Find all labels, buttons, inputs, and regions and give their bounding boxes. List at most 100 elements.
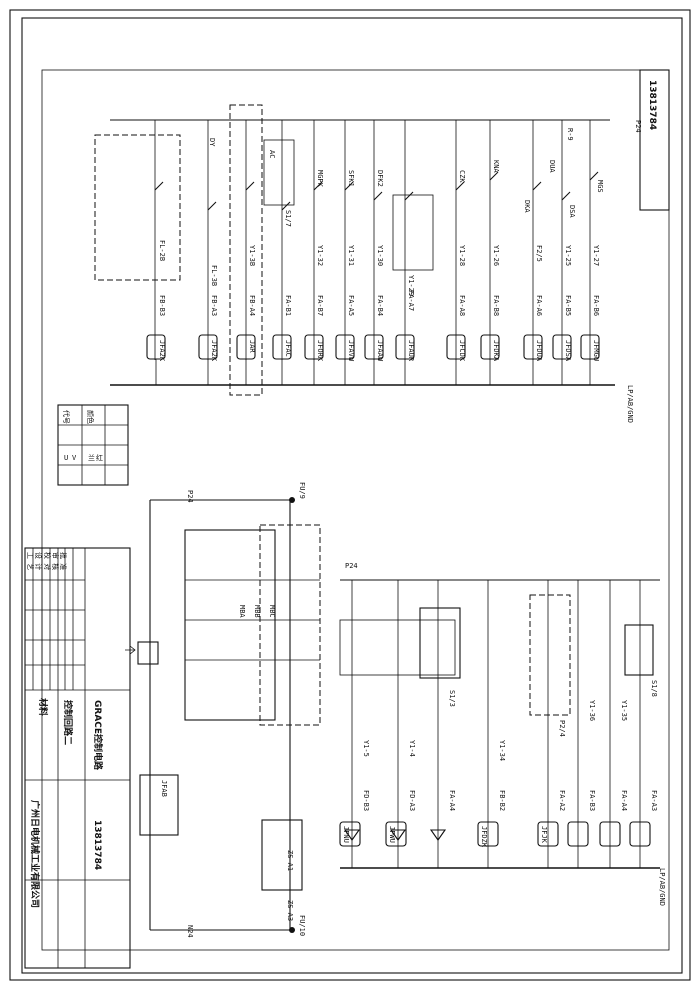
mid-right-coil-5: JFJK: [540, 826, 548, 844]
mid-right-term-4: FB-B2: [498, 790, 506, 811]
top-label-9: Y1-28: [458, 245, 466, 266]
mid-right-top-3: S1/3: [448, 690, 456, 707]
mid-left-bottom-terminal: N24: [186, 925, 194, 938]
legend-head-code: 代号: [62, 410, 71, 424]
coil-label-6: JFAVW: [347, 340, 355, 362]
top-supply-label: P24: [634, 120, 642, 133]
mid-right-coil-4: JFDZK: [480, 826, 488, 848]
tb-row-4: 审 核: [51, 552, 60, 570]
legend-color-2: 红: [96, 453, 103, 462]
legend-color-1: 兰: [88, 453, 95, 462]
mid-right-term-5: FA-A2: [558, 790, 566, 811]
legend-head-color: 颜色: [86, 410, 95, 424]
label-jfab: JFAB: [160, 780, 168, 797]
drawing-subtitle: 控制回路二: [62, 700, 74, 745]
mid-right-term-6: FA-B3: [588, 790, 596, 811]
mid-right-term-3: FA-A4: [448, 790, 456, 811]
term-label-12: FA-B5: [564, 295, 572, 316]
contact-label-4: SFK1: [347, 170, 355, 187]
label-fu9: FU/9: [298, 482, 306, 499]
term-label-5: FA-B7: [316, 295, 324, 316]
contact-label-7: KNA: [492, 160, 500, 173]
top-label-6: Y1-31: [347, 245, 355, 266]
contact-label-8: DKA: [523, 200, 531, 213]
top-label-5: Y1-32: [316, 245, 324, 266]
term-label-1: FB-B3: [158, 295, 166, 316]
coil-label-7: JFAAW: [376, 340, 384, 362]
mid-right-top-4: Y1-34: [498, 740, 506, 761]
mid-right-coil-2: JFWU: [388, 826, 396, 843]
mid-right-top-terminal: P24: [345, 562, 358, 570]
outer-border: [9, 9, 691, 981]
mid-right-term-2: FD-A3: [408, 790, 416, 811]
material-label: 材料: [37, 697, 49, 716]
contact-label-10: DSA: [568, 205, 576, 218]
contact-label-2: AC: [268, 150, 276, 158]
coil-label-5: JFORK: [316, 340, 324, 362]
top-label-8: Y1-29: [407, 275, 415, 296]
term-label-9: FA-A8: [458, 295, 466, 316]
drawing-number-box-top: [639, 69, 670, 211]
mid-left-top-terminal: P24: [186, 490, 194, 503]
contact-label-11: MGS: [596, 180, 604, 193]
coil-label-1: JFA2K: [158, 340, 166, 362]
coil-label-12: JFDSA: [564, 340, 572, 362]
color-legend: 代号 颜色 U V 兰 红: [57, 404, 129, 486]
label-mba: MBA: [238, 605, 246, 618]
top-bus-label: LP/AB/GND: [626, 385, 634, 423]
term-label-10: FA-B8: [492, 295, 500, 316]
title-block: 材料 控制回路二 GRACE控制电路 13813784 广州日电机械工业有限公司…: [24, 547, 131, 969]
mid-right-term-7: FA-A4: [620, 790, 628, 811]
term-label-3: FB-A4: [248, 295, 256, 316]
coil-label-4: JFAC: [284, 340, 292, 357]
term-label-11: FA-A6: [535, 295, 543, 316]
drawing-number-top: 13813784: [647, 80, 657, 130]
coil-label-8: JFAUR: [407, 340, 415, 362]
company-name: 广州日电机械工业有限公司: [29, 800, 41, 908]
dashed-module-right: [529, 594, 571, 716]
contact-label-9: DUA: [548, 160, 556, 173]
dashed-module-left: [94, 134, 181, 281]
contact-label-12: R-9: [566, 128, 574, 141]
contact-label-1: DY: [208, 138, 216, 147]
term-label-4: FA-B1: [284, 295, 292, 316]
tb-row-5: 批 准: [59, 552, 68, 570]
label-mbc: MBC: [268, 605, 276, 618]
mid-right-top-7: Y1-35: [620, 700, 628, 721]
tb-row-2: 设 计: [34, 552, 43, 570]
contact-label-6: CZK: [458, 170, 466, 183]
label-zs-a1: ZS-A1: [286, 850, 294, 871]
term-label-8: FA-A7: [407, 290, 415, 311]
drawing-frame: [41, 69, 670, 951]
top-label-10: Y1-26: [492, 245, 500, 266]
mid-right-top-6: Y1-36: [588, 700, 596, 721]
mid-right-top-8: S1/8: [650, 680, 658, 697]
coil-label-13: JFMGU: [592, 340, 600, 361]
label-zs-a3: ZS-A3: [286, 900, 294, 921]
coil-label-2: JFA2K: [210, 340, 218, 362]
top-label-3: Y1-3B: [248, 245, 256, 266]
relay-block-main: [184, 529, 276, 721]
dashed-module-center: [229, 104, 263, 396]
top-label-11: F2/5: [535, 245, 543, 262]
label-fu10: FU/10: [298, 915, 306, 936]
mid-right-top-2: Y1-4: [408, 740, 416, 757]
tb-row-3: 校 对: [43, 552, 52, 570]
legend-code-1: U: [64, 454, 68, 462]
coil-label-11: JFDUA: [535, 340, 543, 362]
contact-label-5: DFK2: [376, 170, 384, 187]
mid-right-coil-1: JFNU: [342, 826, 350, 843]
top-label-4: S1/7: [284, 210, 292, 227]
top-label-1: FL-2B: [158, 240, 166, 261]
top-label-13: Y1-27: [592, 245, 600, 266]
middle-right-circuit: P24 LP/AB/GND FD-B3: [339, 562, 666, 906]
mid-right-term-8: FA-A3: [650, 790, 658, 811]
top-label-2: FL-3B: [210, 265, 218, 286]
label-mbb: MBB: [253, 605, 261, 618]
coil-label-10: JFDKA: [492, 340, 500, 362]
coil-label-3: JAR: [248, 340, 256, 353]
term-label-13: FA-B6: [592, 295, 600, 316]
mid-right-term-1: FD-B3: [362, 790, 370, 811]
top-label-12: Y1-25: [564, 245, 572, 266]
